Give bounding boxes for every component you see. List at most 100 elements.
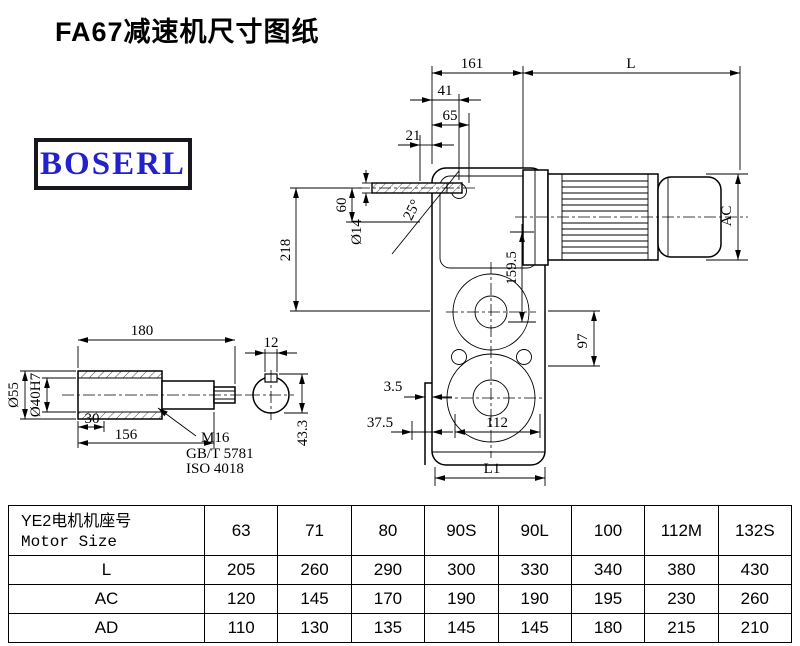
table-cell: 300 — [424, 555, 499, 585]
motor-fins — [562, 180, 648, 254]
dim-156: 156 — [77, 412, 215, 448]
dim-112-label: 112 — [486, 415, 508, 431]
dim-30-label: 30 — [85, 411, 100, 427]
dim-phi40: Ø40H7 — [28, 372, 76, 417]
dim-65: 65 — [432, 108, 470, 183]
size-col-80: 80 — [350, 505, 426, 556]
table-cell: 145 — [497, 613, 572, 643]
table-cell: 110 — [203, 613, 279, 643]
table-cell: 190 — [497, 584, 572, 614]
dim-30: 30 — [78, 411, 105, 432]
size-col-100: 100 — [570, 505, 646, 556]
dim-218: 218 — [278, 187, 430, 312]
table-header-motor-size: YE2电机机座号 Motor Size — [8, 505, 205, 556]
dim-L1: L1 — [434, 461, 546, 486]
dim-60-label: 60 — [334, 198, 350, 213]
table-cell: 145 — [277, 584, 352, 614]
table-row-L: L 205 260 290 300 330 340 380 430 — [8, 555, 793, 585]
row-label-L: L — [8, 555, 205, 585]
dim-AC: AC — [706, 173, 748, 261]
dim-218-label: 218 — [278, 239, 294, 262]
table-cell: 330 — [497, 555, 572, 585]
dim-phi55: Ø55 — [6, 370, 76, 420]
dim-37-5: 37.5 — [367, 415, 453, 440]
table-cell: 430 — [717, 555, 793, 585]
table-cell: 145 — [424, 613, 499, 643]
table-cell: 260 — [717, 584, 793, 614]
dim-25deg: 25° — [401, 197, 425, 223]
dim-37-5-label: 37.5 — [367, 415, 393, 431]
angle-line — [391, 170, 460, 255]
dim-161-label: 161 — [461, 56, 484, 72]
table-cell: 135 — [350, 613, 426, 643]
table-cell: 260 — [277, 555, 352, 585]
technical-drawing: 161 L 41 65 21 — [6, 56, 748, 486]
dim-43-3-label: 43.3 — [295, 420, 311, 446]
table-cell: 290 — [350, 555, 426, 585]
table-header-en: Motor Size — [21, 533, 118, 551]
size-col-71: 71 — [277, 505, 352, 556]
dim-112: 112 — [454, 414, 541, 438]
motor-dimension-table: YE2电机机座号 Motor Size 63 71 80 90S 90L 100… — [8, 505, 793, 643]
table-row-AC: AC 120 145 170 190 190 195 230 260 — [8, 584, 793, 614]
dim-3-5-label: 3.5 — [384, 379, 403, 395]
table-cell: 170 — [350, 584, 426, 614]
page-title: FA67减速机尺寸图纸 — [55, 17, 320, 47]
thread-note-gb: GB/T 5781 — [186, 446, 254, 462]
table-cell: 210 — [717, 613, 793, 643]
thread-note-iso: ISO 4018 — [186, 461, 244, 477]
size-col-90L: 90L — [497, 505, 572, 556]
dim-25deg-label: 25° — [401, 197, 425, 223]
table-cell: 180 — [570, 613, 646, 643]
table-cell: 195 — [570, 584, 646, 614]
dim-L: L — [523, 56, 741, 170]
dim-12: 12 — [245, 335, 297, 372]
dim-65-label: 65 — [443, 108, 458, 124]
dim-phi55-label: Ø55 — [6, 382, 22, 408]
boserl-logo-text: BOSERL — [40, 145, 186, 182]
table-cell: 215 — [644, 613, 719, 643]
dim-phi40-label: Ø40H7 — [28, 372, 44, 417]
dim-21-label: 21 — [406, 128, 421, 144]
dim-12-label: 12 — [264, 335, 279, 351]
size-col-63: 63 — [203, 505, 279, 556]
table-cell: 120 — [203, 584, 279, 614]
dim-21: 21 — [398, 128, 454, 181]
dim-97-label: 97 — [575, 333, 591, 349]
row-label-AC: AC — [8, 584, 205, 614]
dim-41-label: 41 — [438, 83, 453, 99]
size-col-132S: 132S — [717, 505, 793, 556]
dim-AC-label: AC — [719, 206, 735, 227]
table-cell: 130 — [277, 613, 352, 643]
dim-159-5-label: 159.5 — [504, 251, 520, 285]
motor — [515, 169, 748, 266]
size-col-90S: 90S — [424, 505, 499, 556]
dim-60: 60 — [334, 187, 420, 223]
dim-156-label: 156 — [115, 427, 138, 443]
table-header-row: YE2电机机座号 Motor Size 63 71 80 90S 90L 100… — [8, 505, 793, 556]
dim-159-5: 159.5 — [504, 224, 536, 323]
table-cell: 380 — [644, 555, 719, 585]
table-cell: 190 — [424, 584, 499, 614]
table-header-cn: YE2电机机座号 — [21, 513, 132, 530]
dim-180-label: 180 — [131, 323, 154, 339]
dim-41: 41 — [410, 83, 481, 180]
input-shaft — [358, 182, 476, 194]
table-cell: 230 — [644, 584, 719, 614]
table-cell: 340 — [570, 555, 646, 585]
boserl-logo: BOSERL — [34, 138, 192, 190]
dim-180: 180 — [77, 323, 236, 384]
table-cell: 205 — [203, 555, 279, 585]
thread-note-m16: M16 — [201, 430, 230, 446]
dim-L1-label: L1 — [484, 461, 501, 477]
size-col-112M: 112M — [644, 505, 719, 556]
dim-43-3: 43.3 — [279, 373, 311, 446]
dim-phi14: Ø14 — [349, 170, 374, 245]
table-row-AD: AD 110 130 135 145 145 180 215 210 — [8, 613, 793, 643]
keyway-section — [248, 370, 294, 420]
row-label-AD: AD — [8, 613, 205, 643]
dim-3-5: 3.5 — [384, 379, 452, 400]
dim-97: 97 — [548, 310, 600, 367]
dim-phi14-label: Ø14 — [349, 219, 365, 245]
